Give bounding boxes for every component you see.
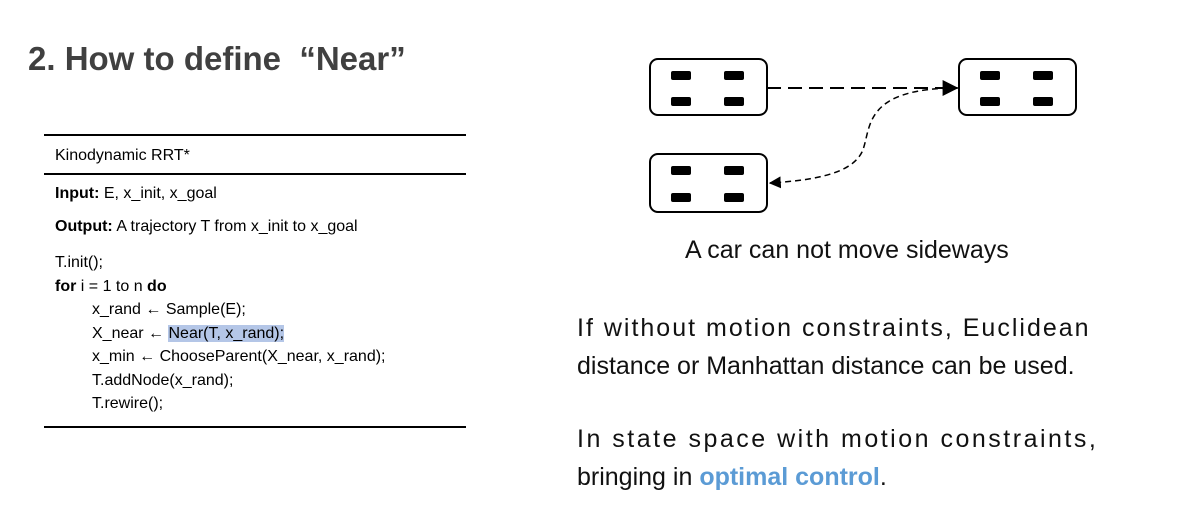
code-line-init: T.init();: [55, 254, 103, 271]
code-line-add-node: T.addNode(x_rand);: [92, 371, 234, 389]
paragraph-euclidean-line-1: If without motion constraints, Euclidean: [577, 314, 1091, 342]
paragraph-optimal-control: In state space with motion constraints, …: [577, 420, 1098, 496]
algorithm-top-rule: [44, 134, 466, 136]
slide-title: 2. How to define “Near”: [28, 40, 406, 77]
code-line-near: X_near ← Near(T, x_rand);: [55, 322, 466, 346]
paragraph-euclidean-line-2: distance or Manhattan distance can be us…: [577, 352, 1075, 380]
paragraph-euclidean: If without motion constraints, Euclidean…: [577, 309, 1091, 385]
paragraph-suffix: .: [879, 463, 887, 491]
input-value: E, x_init, x_goal: [99, 185, 217, 202]
do-keyword: do: [147, 277, 167, 295]
algorithm-output: Output: A trajectory T from x_init to x_…: [44, 203, 466, 236]
optimal-control-term: optimal control: [699, 463, 880, 491]
algorithm-bottom-rule: [44, 425, 466, 428]
code-line-rewire: T.rewire();: [92, 395, 164, 412]
code-line-choose-parent: x_min ← ChooseParent(X_near, x_rand);: [92, 348, 386, 365]
near-call-highlight: Near(T, x_rand);: [168, 324, 285, 342]
paragraph-optimal-control-line-2: bringing in optimal control.: [577, 458, 1098, 496]
for-keyword: for: [55, 277, 77, 295]
algorithm-input: Input: E, x_init, x_goal: [44, 175, 466, 203]
for-range: i = 1 to n: [76, 277, 148, 295]
code-line-for: for i = 1 to n do: [55, 275, 466, 299]
paragraph-prefix: bringing in: [577, 463, 700, 491]
algorithm-name: Kinodynamic RRT*: [55, 147, 190, 164]
algorithm-box: Kinodynamic RRT* Input: E, x_init, x_goa…: [44, 134, 466, 428]
paragraph-optimal-control-line-1: In state space with motion constraints,: [577, 425, 1099, 453]
car-motion-diagram: [649, 58, 1077, 213]
curved-dashed-arrow: [768, 87, 959, 189]
car-icon: [649, 153, 768, 213]
car-icon: [958, 58, 1077, 116]
output-label: Output:: [55, 218, 113, 235]
diagram-caption: A car can not move sideways: [685, 236, 1009, 264]
output-value: A trajectory T from x_init to x_goal: [112, 218, 358, 235]
input-label: Input:: [55, 185, 100, 202]
code-line-sample: x_rand ← Sample(E);: [92, 301, 246, 318]
near-prefix: X_near ←: [92, 324, 169, 342]
algorithm-header-rule: [44, 173, 466, 175]
algorithm-code: T.init(); for i = 1 to n do x_rand ← Sam…: [44, 236, 466, 426]
car-icon: [649, 58, 768, 116]
